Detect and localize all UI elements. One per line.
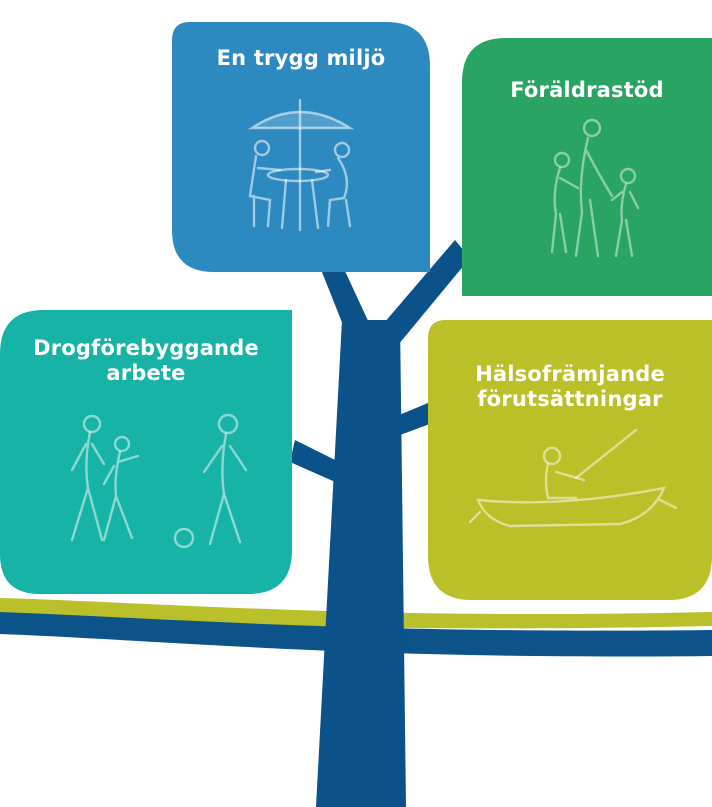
leaf-drugs-title-line1: Drogförebyggande xyxy=(33,336,259,360)
leaf-health-title-line2: förutsättningar xyxy=(477,386,663,411)
leaf-drugs-title-line2: arbete xyxy=(106,360,186,385)
leaf-parental-title: Föräldrastöd xyxy=(510,78,664,102)
cafe-table-icon xyxy=(248,98,355,232)
leaf-health-shape xyxy=(428,320,712,600)
fishing-boat-icon xyxy=(468,428,678,528)
leaf-drugs-shape xyxy=(0,310,292,594)
tree-trunk xyxy=(290,240,470,807)
leaf-parental-shape xyxy=(462,38,712,296)
leaf-health-title: Hälsofrämjande förutsättningar xyxy=(428,362,712,412)
parent-children-icon xyxy=(550,118,640,258)
football-players-icon xyxy=(70,413,248,549)
leaf-health-title-line1: Hälsofrämjande xyxy=(475,362,665,386)
leaf-drugs-title: Drogförebyggande arbete xyxy=(4,336,288,386)
leaf-environment: En trygg miljö xyxy=(172,22,430,272)
leaf-drug-prevention: Drogförebyggande arbete xyxy=(0,310,292,594)
leaf-health-promotion: Hälsofrämjande förutsättningar xyxy=(428,320,712,600)
leaf-environment-title: En trygg miljö xyxy=(216,46,386,70)
leaf-parental-support: Föräldrastöd xyxy=(462,38,712,296)
